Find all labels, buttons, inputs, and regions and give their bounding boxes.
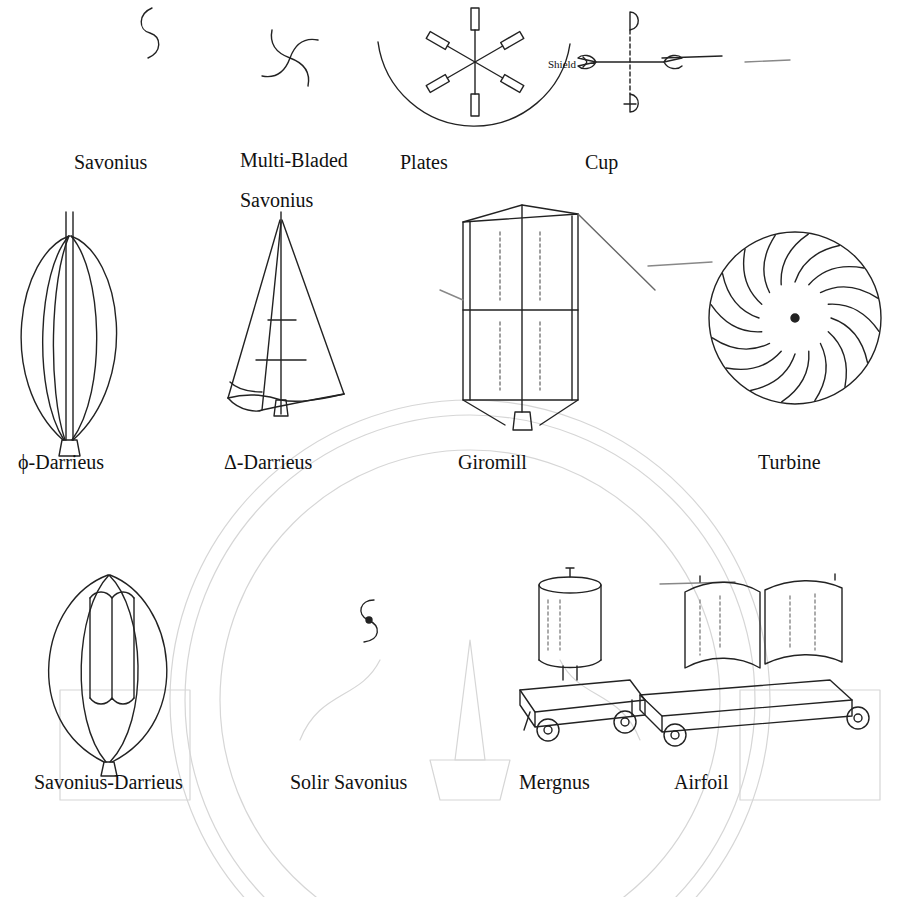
watermark: [60, 400, 880, 897]
figure-label: Multi-Bladed Savonius: [240, 140, 362, 220]
plate-arm: [473, 32, 524, 66]
turbine-blade: [711, 305, 762, 332]
rotor-blade: [290, 39, 318, 58]
figure-label: Turbine: [758, 450, 821, 474]
figure-label: Δ-Darrieus: [224, 450, 312, 474]
phi-darrieus-rotor: [21, 212, 116, 456]
turbine-blade: [726, 351, 781, 369]
savonius-darrieus-rotor: [49, 575, 167, 776]
rotor-blade: [262, 58, 290, 77]
plate-arm: [471, 62, 479, 116]
cup-anemometer: [578, 12, 682, 112]
part-label: Shield: [548, 58, 576, 71]
turbine-blade: [828, 332, 846, 387]
delta-darrieus-rotor: [228, 212, 344, 416]
figure-label: Mergnus: [519, 770, 590, 794]
figure-label: Savonius-Darrieus: [34, 770, 183, 794]
figure-label: Airfoil: [674, 770, 728, 794]
turbine-blade: [764, 235, 775, 292]
turbine-rotor: [709, 232, 881, 404]
stray-line: [745, 60, 790, 62]
savonius-rotor: [141, 8, 159, 58]
figure-label: Giromill: [458, 450, 527, 474]
figure-label: Cup: [585, 150, 618, 174]
turbine-blade: [781, 234, 808, 285]
turbine-blade: [820, 287, 877, 298]
solir-savonius-rotor: [361, 600, 377, 642]
turbine-blade: [828, 304, 879, 331]
turbine-blade: [782, 351, 809, 402]
plate-arm: [426, 32, 477, 66]
giromill-rotor: [440, 205, 655, 430]
figure-label: Plates: [400, 150, 448, 174]
figure-label: Solir Savonius: [290, 770, 407, 794]
rotor-blade: [290, 58, 309, 86]
plates-rotor: [426, 8, 524, 116]
multi-blade-rotor: [262, 30, 318, 86]
figure-label: Savonius: [74, 150, 147, 174]
rotor-blade: [271, 30, 290, 58]
turbine-blade: [744, 249, 762, 304]
turbine-blade: [712, 338, 769, 349]
turbine-blade: [815, 343, 826, 400]
shield-arc: [378, 42, 570, 126]
stray-line: [648, 262, 712, 266]
plate-arm: [426, 59, 477, 93]
magnus-cart: [520, 568, 645, 741]
figure-label: ϕ-Darrieus: [18, 450, 104, 474]
plate-arm: [473, 59, 524, 93]
turbine-blade: [809, 267, 864, 285]
airfoil-cart: [640, 574, 869, 746]
plate-arm: [471, 8, 479, 62]
